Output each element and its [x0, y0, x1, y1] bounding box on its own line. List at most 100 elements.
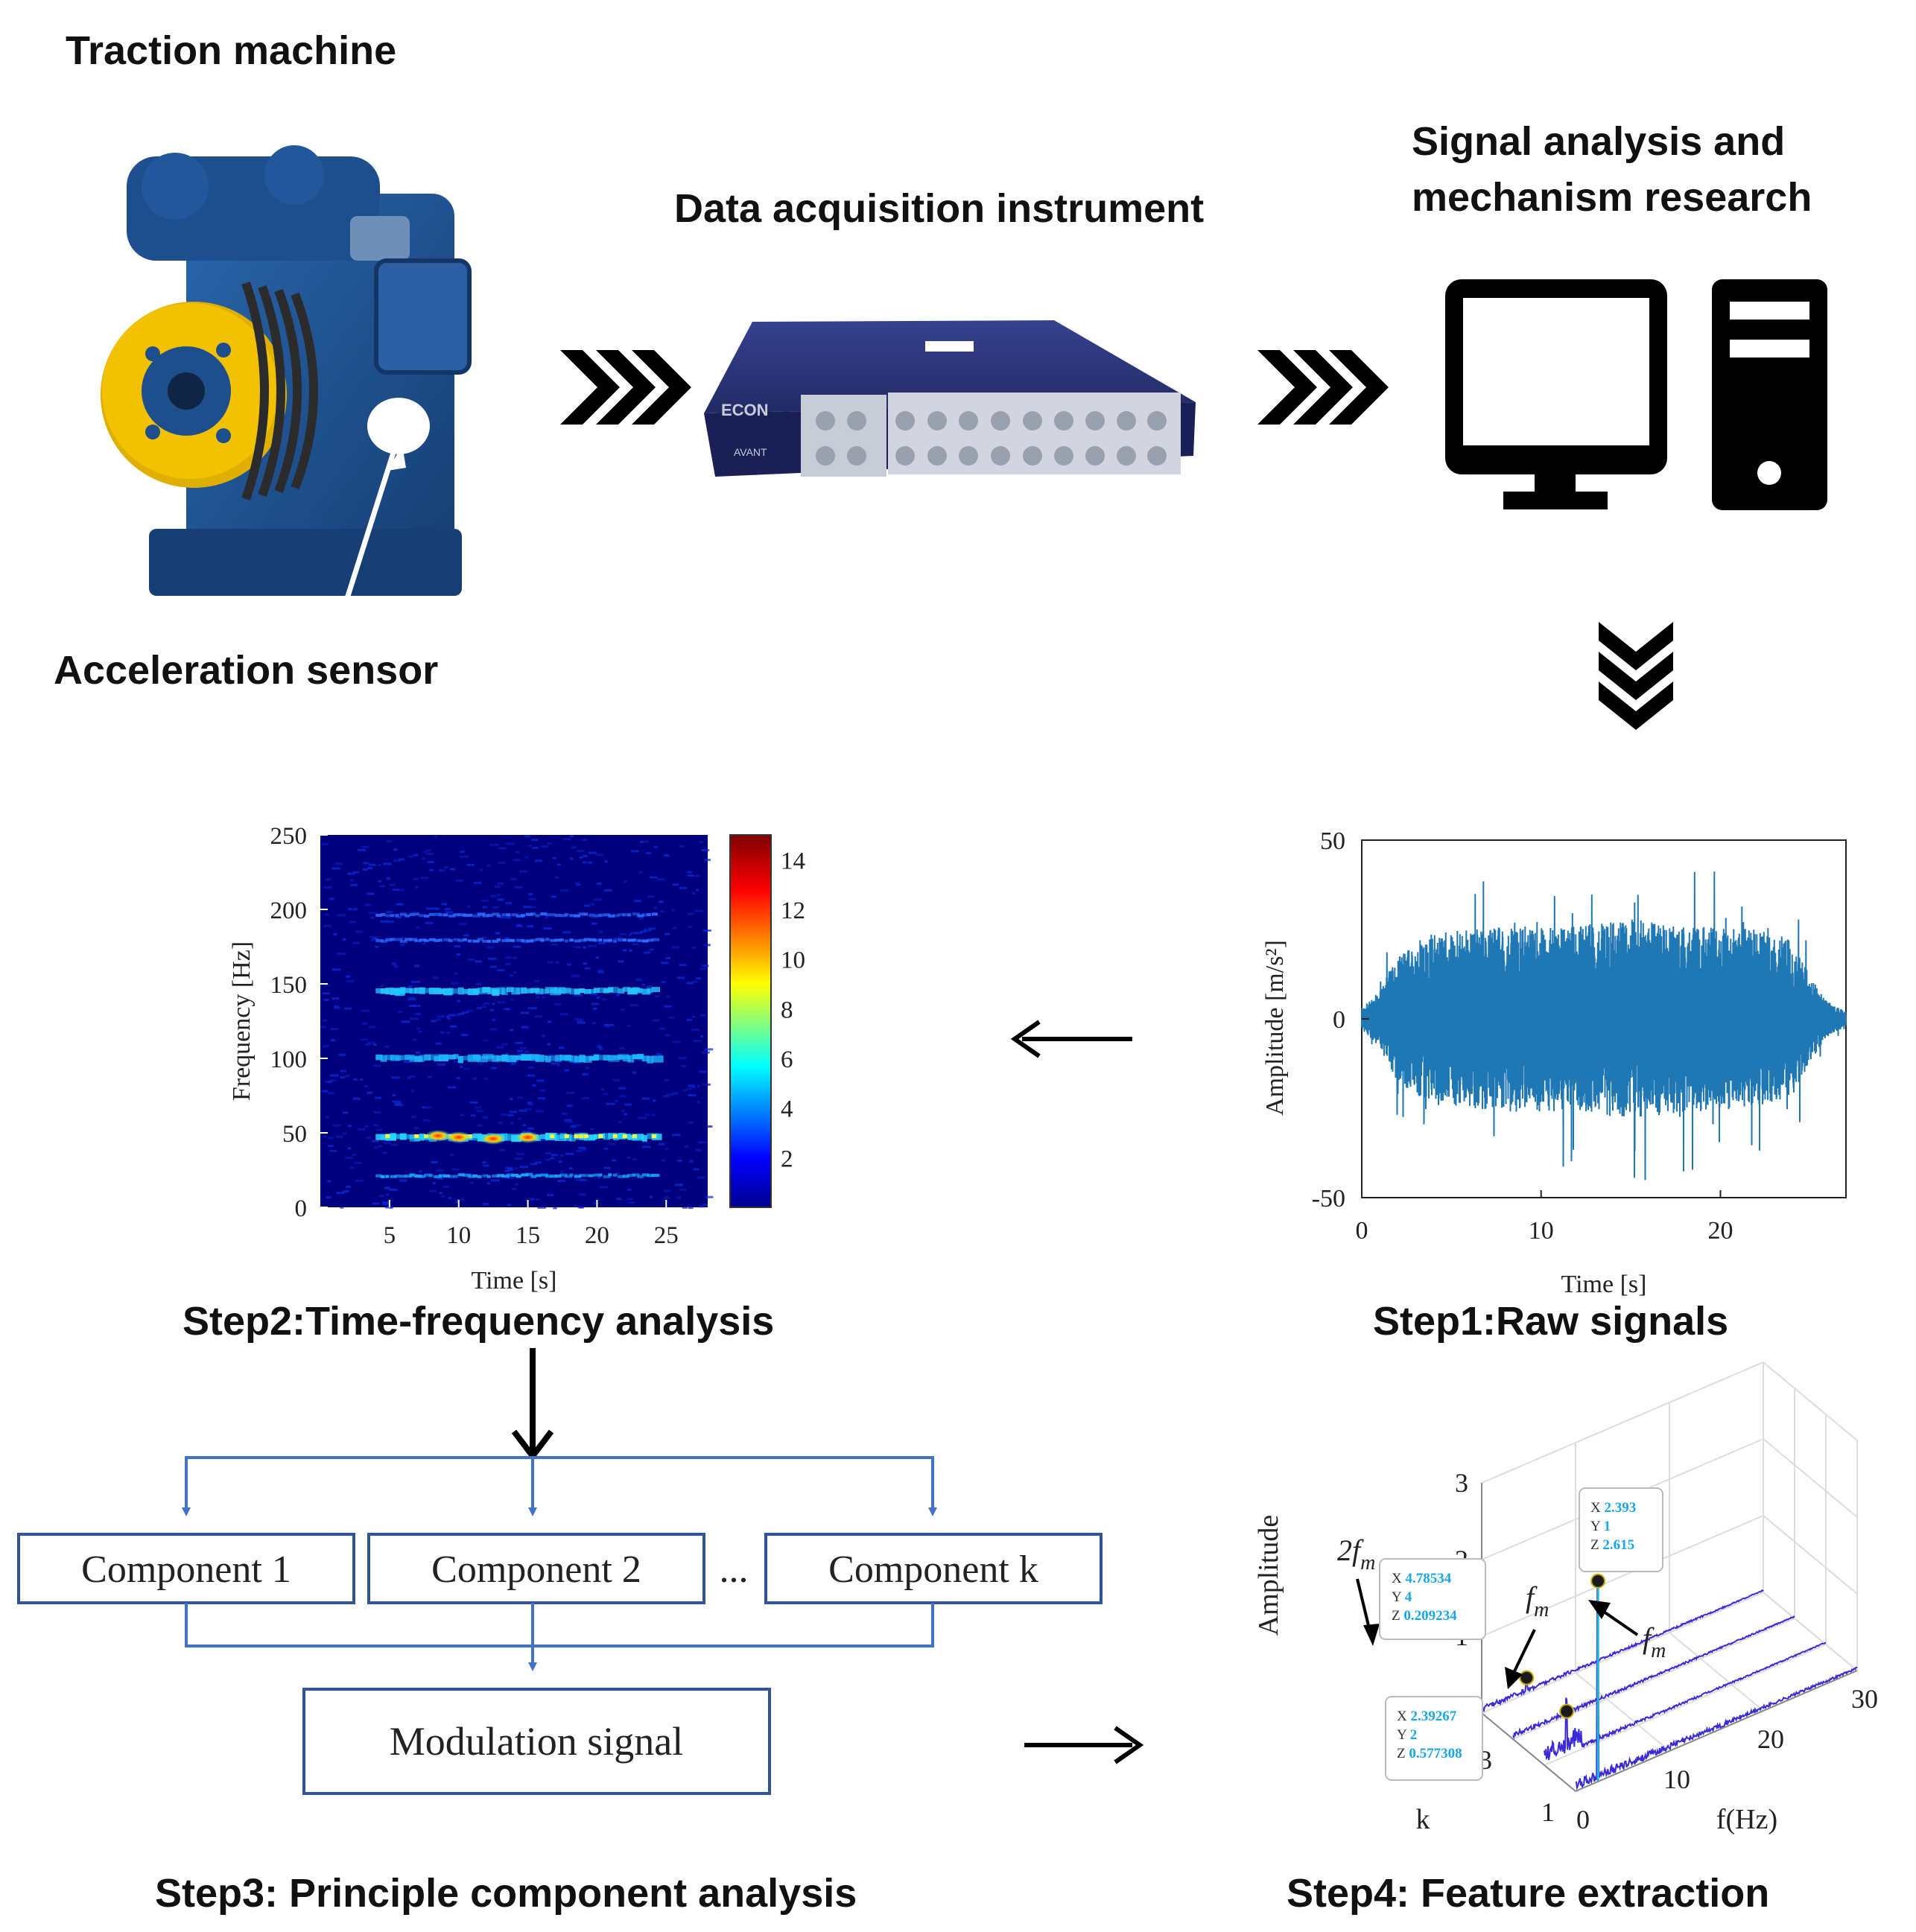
spectrogram-noise-cell: [423, 1106, 432, 1109]
spectrogram-noise-cell: [486, 946, 495, 949]
spectrogram-noise-cell: [327, 1180, 332, 1183]
spectrogram-band-cell: [501, 1054, 509, 1062]
datatip-k1: X 2.393 Y 1 Z 2.615: [1579, 1487, 1663, 1572]
spectrogram-noise-cell: [574, 946, 581, 949]
spectrogram-noise-cell: [490, 894, 496, 897]
spectrogram-noise-cell: [328, 1081, 332, 1084]
spectrogram-band-cell: [622, 1175, 629, 1178]
spectrogram-noise-cell: [576, 883, 581, 886]
spectrogram-band-cell: [409, 988, 417, 994]
spectrogram-noise-cell: [539, 1139, 548, 1142]
raw-xtick-label: 10: [1529, 1217, 1554, 1245]
spectrogram-band-cell: [414, 1175, 422, 1178]
spectrogram-noise-cell: [642, 983, 646, 986]
spectrogram-band-cell: [612, 914, 620, 918]
spectrogram-noise-cell: [560, 1154, 564, 1157]
spectrogram-band-cell: [579, 988, 585, 994]
spectrogram-noise-cell: [360, 1038, 368, 1041]
spectrogram-noise-cell: [552, 857, 556, 859]
spectrogram-noise-cell: [386, 877, 391, 880]
spectrogram-noise-cell: [699, 841, 704, 844]
spectrogram-band-cell: [428, 912, 434, 916]
colorbar-tick-label: 4: [781, 1096, 793, 1123]
spectrogram-noise-cell: [425, 921, 434, 924]
spectrogram-noise-cell: [679, 845, 685, 848]
spectrogram-band-cell: [612, 987, 619, 994]
spectrogram-noise-cell: [664, 1005, 672, 1008]
spectrogram-band-cell: [579, 938, 587, 942]
spectrogram-noise-cell: [429, 868, 434, 871]
spectrogram-band-cell: [395, 1055, 402, 1061]
spectrogram-noise-cell: [330, 1039, 336, 1042]
spectrogram-noise-cell: [643, 951, 651, 954]
spectrogram-noise-cell: [577, 1206, 584, 1209]
spectrogram-noise-cell: [536, 1110, 544, 1113]
spectrogram-noise-cell: [428, 1189, 437, 1192]
spectrogram-band-cell: [506, 1173, 514, 1177]
spectrogram-band-cell: [511, 1055, 518, 1061]
spectrogram-noise-cell: [451, 1168, 460, 1171]
spectrogram-noise-cell: [671, 909, 675, 912]
spectrogram-noise-cell: [545, 916, 549, 919]
spectrogram-noise-cell: [635, 978, 642, 981]
spectrogram-noise-cell: [340, 1206, 344, 1209]
spectrogram-noise-cell: [659, 1027, 666, 1030]
svg-text:Y 2: Y 2: [1397, 1727, 1417, 1743]
spectrogram-noise-cell: [702, 1083, 711, 1086]
spectrogram-noise-cell: [498, 861, 506, 864]
spectrogram-noise-cell: [329, 897, 334, 900]
spectrogram-band-cell: [492, 939, 499, 943]
spectrogram-noise-cell: [681, 1065, 687, 1068]
spectrogram-band-cell: [525, 912, 533, 916]
spectrogram-band-cell: [641, 1055, 650, 1062]
spectrogram-noise-cell: [447, 1086, 457, 1089]
spectrogram-noise-cell: [384, 1186, 390, 1189]
spectrogram-band-cell: [632, 1173, 640, 1177]
spectrogram-noise-cell: [584, 967, 591, 970]
spectrogram-noise-cell: [416, 1013, 421, 1016]
spectrogram-noise-cell: [596, 996, 600, 999]
spectrogram-band-cell: [632, 938, 637, 942]
spectrogram-band-cell: [589, 938, 596, 941]
spectrogram-band-cell: [574, 1175, 582, 1178]
spectrogram-noise-cell: [527, 925, 534, 928]
svg-text:Z 2.615: Z 2.615: [1590, 1537, 1634, 1553]
spectrogram-peak-cell: [550, 1134, 555, 1138]
spectrogram-noise-cell: [379, 885, 386, 888]
spectrogram-band-cell: [472, 939, 480, 943]
spectrogram-noise-cell: [527, 1066, 535, 1069]
spectrogram-noise-cell: [483, 1039, 489, 1042]
spectrogram-noise-cell: [498, 847, 507, 850]
spectrum-grid-line: [1669, 1632, 1764, 1712]
spectrogram-noise-cell: [352, 1097, 361, 1100]
spectrogram-noise-cell: [459, 851, 465, 854]
raw-xtick-label: 0: [1356, 1217, 1368, 1245]
spectrogram-noise-cell: [639, 840, 644, 843]
spectrogram-noise-cell: [593, 1007, 597, 1010]
spectrogram-noise-cell: [612, 1159, 617, 1162]
spectrogram-noise-cell: [666, 1093, 674, 1096]
spectrogram-noise-cell: [675, 1196, 681, 1199]
spectrogram-noise-cell: [340, 1070, 346, 1073]
spectrogram-noise-cell: [372, 938, 379, 941]
spectrogram-noise-cell: [484, 1078, 489, 1081]
spectrogram-noise-cell: [679, 886, 687, 889]
spectrogram-band-cell: [540, 988, 550, 994]
spectrogram-band-cell: [419, 987, 426, 994]
spectrogram-noise-cell: [604, 1147, 609, 1150]
spectrogram-noise-cell: [350, 879, 354, 882]
spectrogram-band-cell: [463, 988, 471, 994]
spectrogram-band-cell: [511, 913, 518, 917]
spectrogram-noise-cell: [470, 1114, 476, 1117]
spectrogram-noise-cell: [678, 1057, 687, 1060]
spectrogram-noise-cell: [390, 1206, 393, 1209]
spectrogram-noise-cell: [401, 1020, 410, 1023]
spectrogram-noise-cell: [372, 1124, 379, 1127]
traction-machine-image: [101, 145, 472, 642]
spectrogram-band-cell: [603, 938, 612, 942]
spectrogram-noise-cell: [525, 1108, 532, 1110]
daq-instrument-image: ECON AVANT: [704, 320, 1196, 477]
spectrogram-noise-cell: [362, 868, 369, 871]
spectrogram-band-cell: [608, 1133, 618, 1140]
spectrogram-noise-cell: [591, 1022, 597, 1025]
